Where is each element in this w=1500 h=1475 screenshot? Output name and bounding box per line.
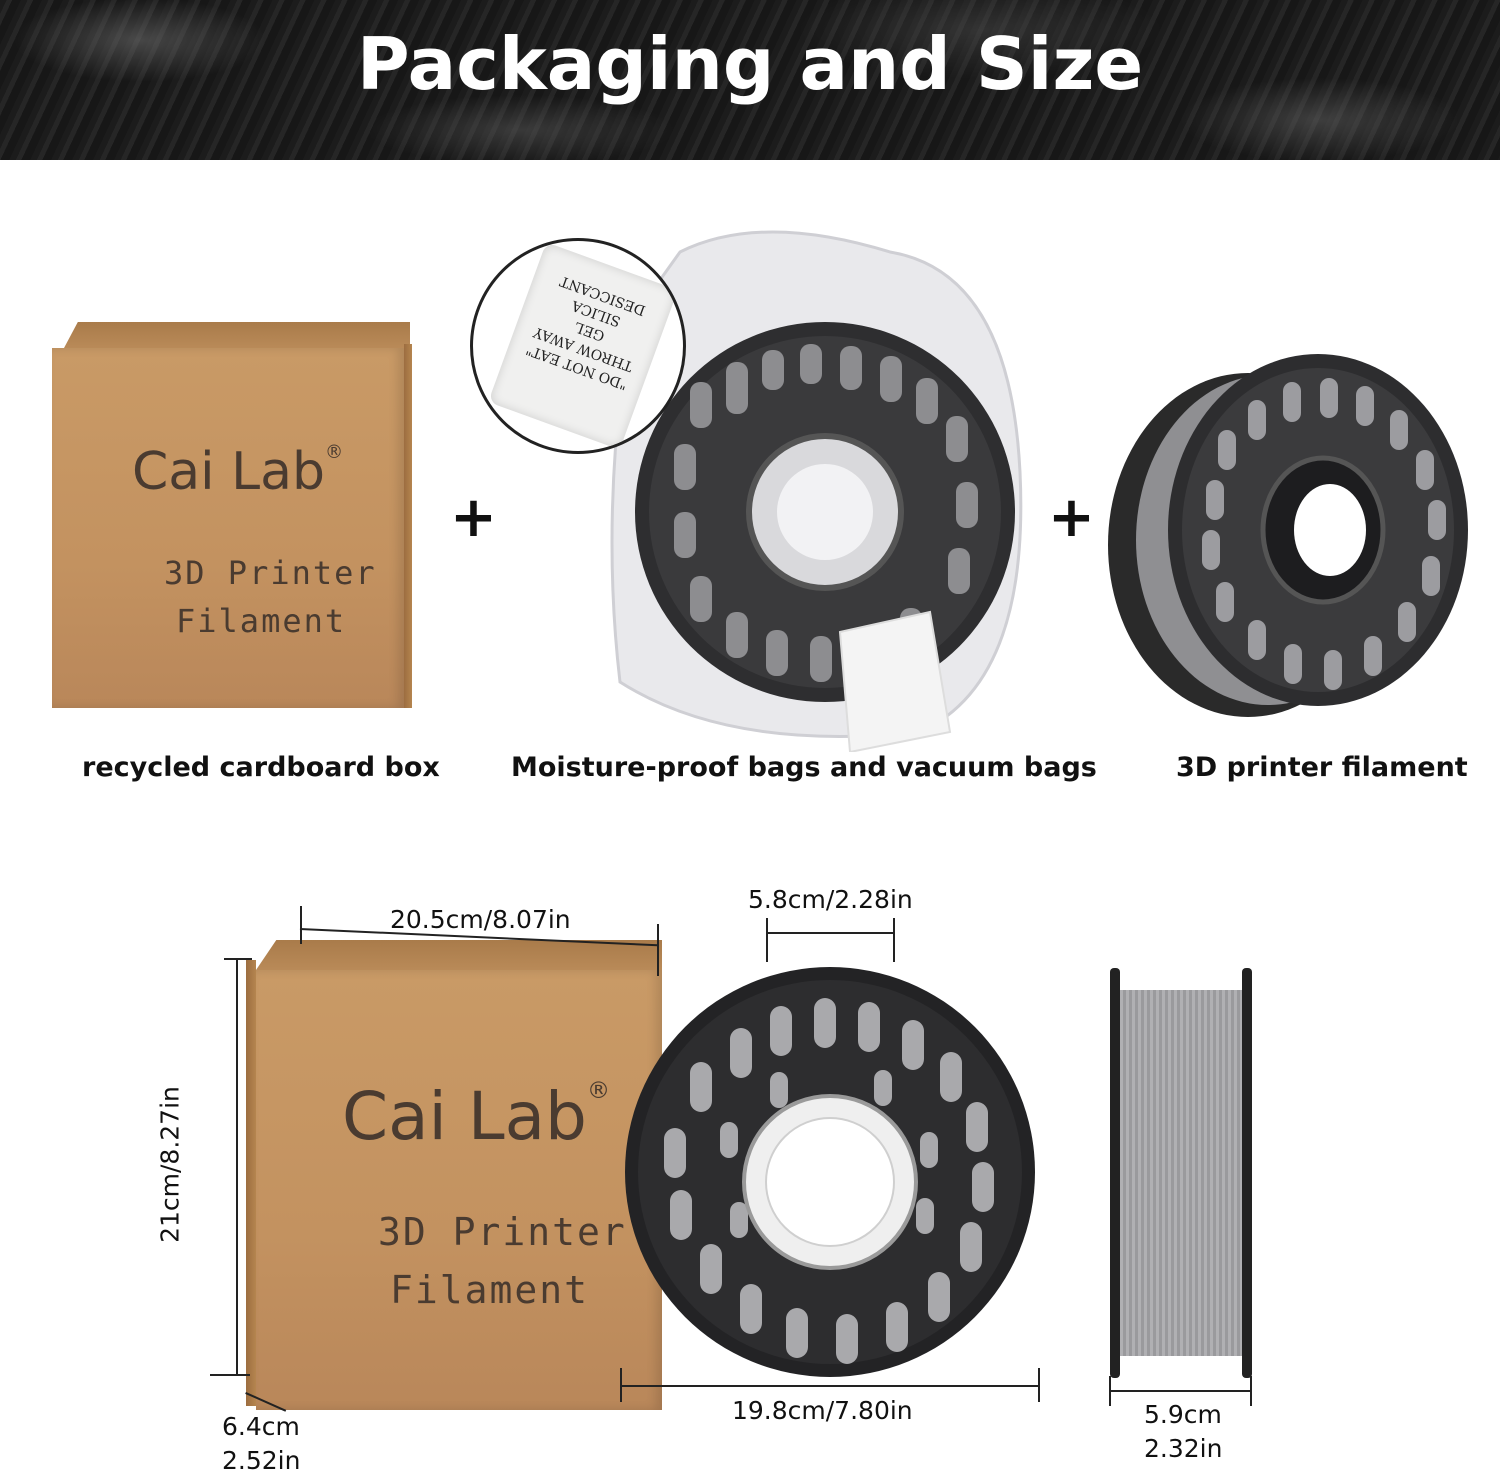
cardboard-box-dimension-image: Cai Lab® 3D Printer Filament: [246, 940, 662, 1410]
dimension-tick: [893, 918, 895, 962]
box-brand-logo: Cai Lab®: [132, 442, 344, 502]
dimension-line: [767, 932, 895, 934]
caption-cardboard-box: recycled cardboard box: [82, 752, 440, 783]
hub-diameter-label: 5.8cm/2.28in: [748, 885, 913, 914]
box-depth-cm-label: 6.4cm: [222, 1412, 300, 1441]
spool-side-view-image: [1110, 968, 1252, 1378]
spool-width-in-label: 2.32in: [1144, 1434, 1223, 1463]
header-banner: [0, 0, 1500, 160]
plus-icon: +: [450, 485, 497, 550]
box-width-label: 20.5cm/8.07in: [390, 905, 571, 934]
filament-spool-image: [1098, 340, 1478, 720]
spool-diameter-label: 19.8cm/7.80in: [732, 1396, 913, 1425]
caption-filament: 3D printer filament: [1176, 752, 1468, 783]
box-brand-logo: Cai Lab®: [342, 1078, 611, 1155]
spool-front-view-image: [620, 962, 1040, 1382]
desiccant-closeup-circle: "DO NOT EAT" THROW AWAY GEL SILICA DESIC…: [470, 238, 686, 454]
dimension-tick: [1038, 1368, 1040, 1402]
vacuum-bag-spool-image: [590, 212, 1040, 754]
cardboard-box-image: Cai Lab® 3D Printer Filament: [52, 322, 412, 708]
box-label-line1: 3D Printer: [378, 1210, 627, 1254]
dimension-line: [1110, 1390, 1252, 1392]
dimension-tick: [210, 1374, 250, 1376]
dimension-tick: [1109, 1376, 1111, 1406]
dimension-line: [236, 958, 238, 1374]
caption-bags: Moisture-proof bags and vacuum bags: [511, 752, 1097, 783]
dimension-tick: [766, 918, 768, 962]
dimension-tick: [620, 1368, 622, 1402]
dimension-tick: [224, 958, 252, 960]
plus-icon: +: [1048, 485, 1095, 550]
page-title: Packaging and Size: [356, 22, 1144, 106]
spool-width-cm-label: 5.9cm: [1144, 1400, 1222, 1429]
box-height-label: 21cm/8.27in: [155, 1086, 185, 1243]
box-label-line2: Filament: [176, 602, 347, 640]
box-depth-in-label: 2.52in: [222, 1446, 301, 1475]
dimension-tick: [300, 906, 302, 944]
dimension-tick: [657, 924, 659, 976]
box-label-line1: 3D Printer: [164, 554, 377, 592]
box-label-line2: Filament: [390, 1268, 590, 1312]
dimension-line: [620, 1385, 1040, 1387]
dimension-tick: [1250, 1376, 1252, 1406]
